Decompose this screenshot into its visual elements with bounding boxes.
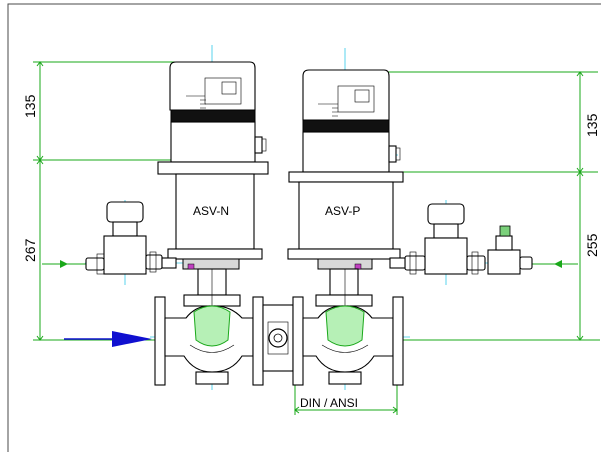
actuator-left [157, 61, 269, 307]
actuator-right [287, 69, 404, 307]
solenoid-left [85, 201, 177, 275]
dimension-left-top: 135 [22, 94, 38, 118]
dimension-right-bottom: 255 [584, 233, 600, 257]
dimension-right-top: 135 [584, 113, 600, 137]
inlet-arrow-right-icon [554, 260, 562, 268]
inlet-arrow-left-icon [60, 260, 68, 268]
actuator-body-asv-p [298, 181, 394, 250]
valve-label-asv-n: ASV-N [193, 204, 229, 218]
drawing-frame [7, 3, 601, 452]
flow-direction-arrow-icon [112, 331, 152, 347]
solenoid-right [389, 203, 486, 275]
valve-label-asv-p: ASV-P [325, 204, 360, 218]
flow-arrow [64, 331, 152, 347]
din-ansi-label: DIN / ANSI [300, 396, 358, 410]
valve-bodies [154, 296, 404, 386]
dimension-left-bottom: 267 [22, 238, 38, 262]
pressure-regulator [487, 225, 533, 275]
